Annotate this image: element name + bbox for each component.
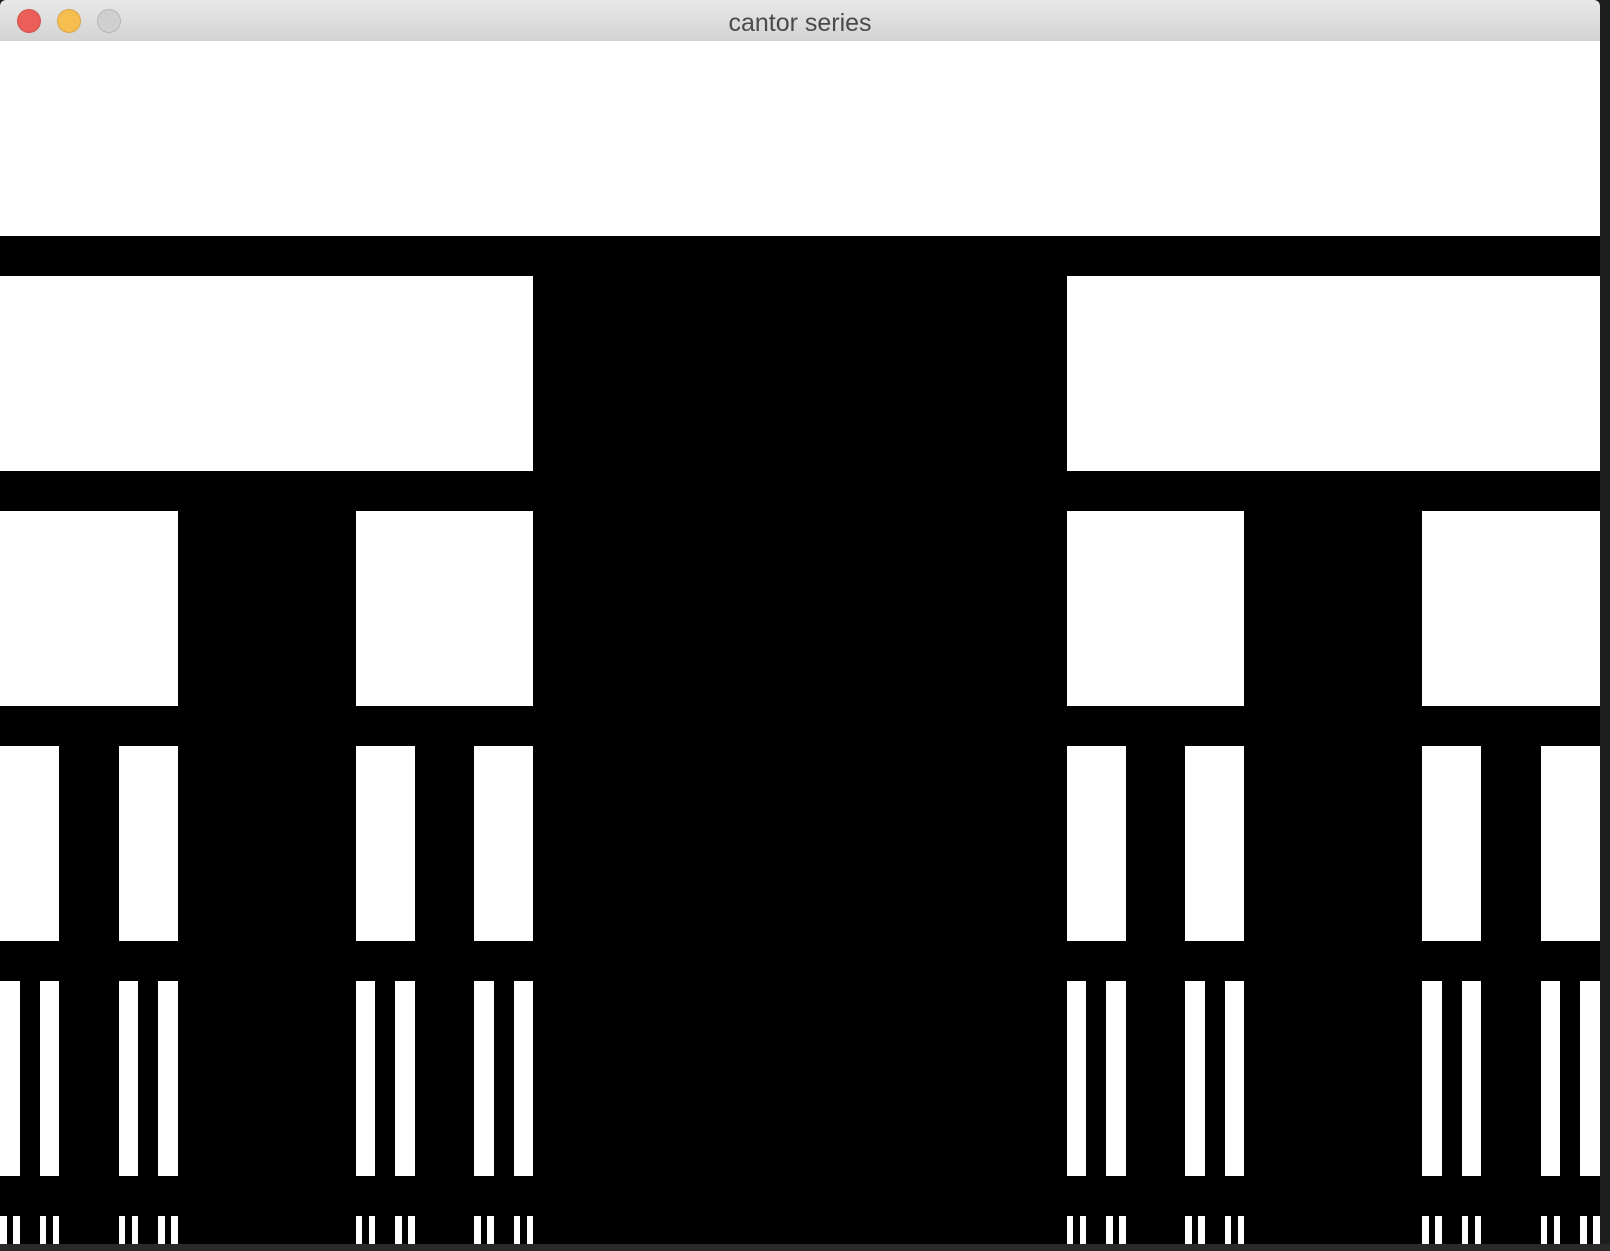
cantor-segment — [395, 981, 415, 1176]
cantor-segment — [1540, 746, 1600, 941]
cantor-segment — [474, 981, 494, 1176]
cantor-segment — [1422, 746, 1482, 941]
cantor-segment — [368, 1216, 376, 1244]
cantor-segment — [1237, 1216, 1245, 1244]
cantor-segment — [1593, 1216, 1600, 1244]
cantor-segment — [0, 511, 178, 706]
cantor-segment — [1540, 981, 1561, 1176]
cantor-canvas — [0, 41, 1600, 1244]
cantor-segment — [1580, 981, 1600, 1176]
cantor-segment — [513, 1216, 521, 1244]
cantor-segment — [1185, 746, 1245, 941]
cantor-segment — [1224, 981, 1245, 1176]
cantor-segment — [513, 981, 534, 1176]
desktop-edge — [1600, 0, 1610, 1251]
cantor-segment — [1106, 981, 1126, 1176]
cantor-segment — [1474, 1216, 1482, 1244]
zoom-button[interactable] — [97, 9, 121, 33]
cantor-segment — [1185, 981, 1205, 1176]
cantor-segment — [158, 1216, 165, 1244]
cantor-segment — [1079, 1216, 1087, 1244]
cantor-segment — [395, 1216, 402, 1244]
cantor-segment — [1198, 1216, 1205, 1244]
cantor-segment — [1119, 1216, 1126, 1244]
cantor-segment — [1066, 746, 1126, 941]
cantor-segment — [355, 981, 376, 1176]
cantor-segment — [1422, 981, 1442, 1176]
cantor-segment — [0, 276, 534, 471]
cantor-segment — [1106, 1216, 1113, 1244]
cantor-segment — [1066, 276, 1600, 471]
cantor-segment — [487, 1216, 494, 1244]
window-title: cantor series — [728, 9, 872, 37]
close-button[interactable] — [17, 9, 41, 33]
cantor-segment — [13, 1216, 20, 1244]
cantor-segment — [1422, 511, 1600, 706]
cantor-segment — [1066, 511, 1245, 706]
cantor-segment — [0, 41, 1600, 236]
cantor-segment — [1540, 1216, 1548, 1244]
cantor-segment — [118, 746, 178, 941]
cantor-segment — [171, 1216, 178, 1244]
cantor-segment — [355, 511, 534, 706]
dock-edge — [0, 1244, 1610, 1251]
cantor-segment — [39, 981, 60, 1176]
cantor-segment — [1461, 1216, 1469, 1244]
cantor-segment — [52, 1216, 60, 1244]
cantor-segment — [474, 1216, 481, 1244]
cantor-segment — [355, 1216, 363, 1244]
cantor-segment — [355, 746, 415, 941]
minimize-button[interactable] — [57, 9, 81, 33]
title-bar[interactable]: cantor series — [0, 0, 1600, 42]
cantor-segment — [1553, 1216, 1561, 1244]
cantor-segment — [0, 746, 60, 941]
cantor-segment — [158, 981, 178, 1176]
cantor-segment — [1185, 1216, 1192, 1244]
cantor-segment — [1580, 1216, 1587, 1244]
cantor-segment — [1066, 1216, 1074, 1244]
cantor-segment — [118, 981, 139, 1176]
cantor-segment — [1066, 981, 1087, 1176]
cantor-segment — [0, 1216, 7, 1244]
cantor-segment — [1224, 1216, 1232, 1244]
cantor-segment — [0, 981, 20, 1176]
cantor-segment — [118, 1216, 126, 1244]
cantor-segment — [1461, 981, 1482, 1176]
cantor-segment — [526, 1216, 534, 1244]
cantor-segment — [39, 1216, 47, 1244]
cantor-segment — [131, 1216, 139, 1244]
cantor-segment — [1422, 1216, 1429, 1244]
cantor-segment — [1435, 1216, 1442, 1244]
cantor-segment — [474, 746, 534, 941]
cantor-segment — [408, 1216, 415, 1244]
